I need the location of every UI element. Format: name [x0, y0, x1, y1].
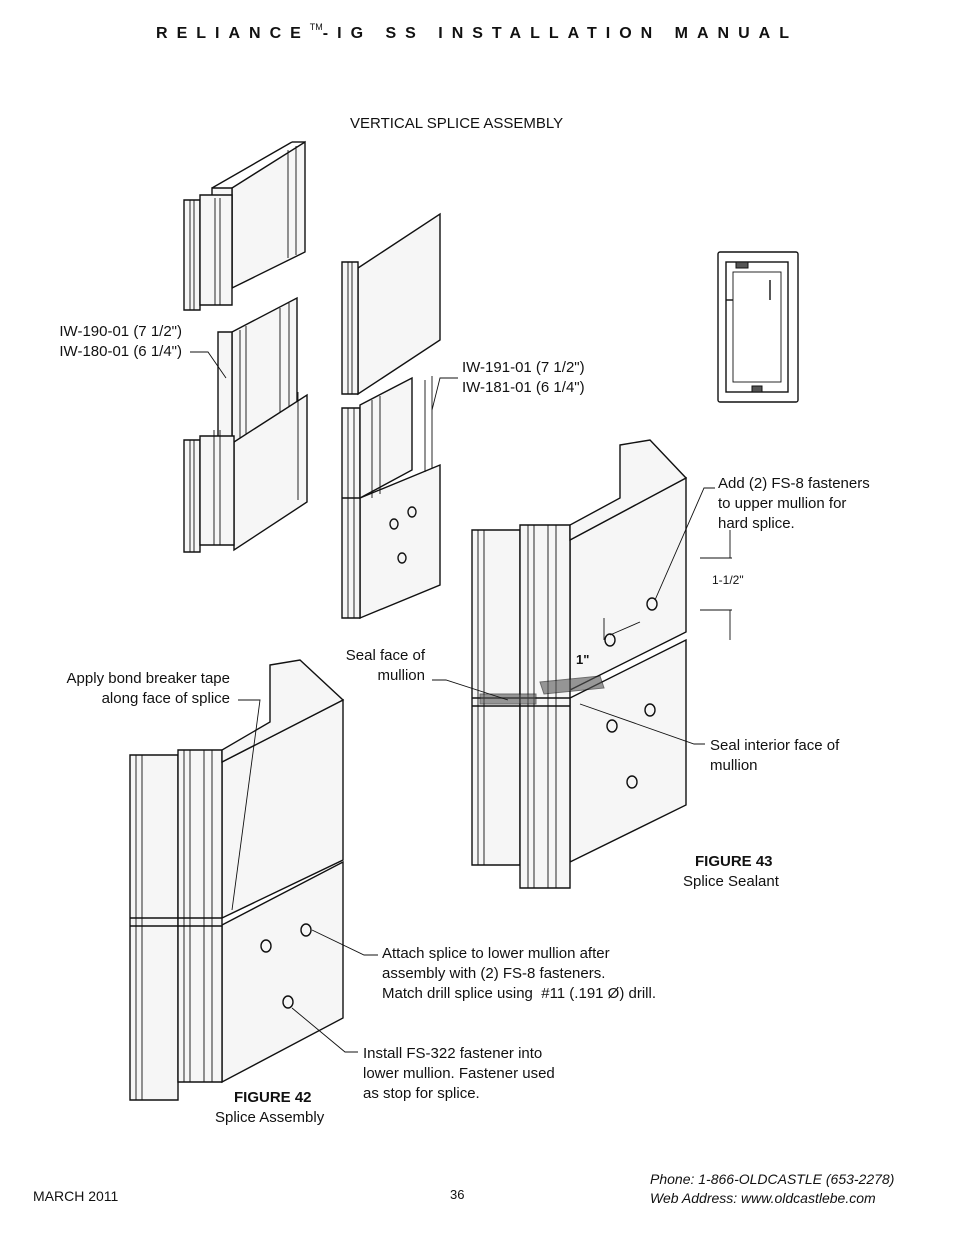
label-seal-interior-line2: mullion: [710, 757, 758, 774]
figure-43-drawing: [471, 439, 732, 889]
label-attach-line2: assembly with (2) FS-8 fasteners.: [382, 965, 606, 982]
label-bond-tape-line1: Apply bond breaker tape: [66, 670, 230, 687]
exploded-lower-mullion: [183, 392, 308, 553]
dimension-1-inch: 1": [576, 652, 590, 667]
page-header: RELIANCETM-IG SS INSTALLATION MANUAL: [0, 22, 954, 43]
header-title-left: RELIANCE: [156, 25, 310, 42]
label-iw-180-01: IW-180-01 (6 1/4"): [59, 343, 182, 360]
label-seal-interior-line1: Seal interior face of: [710, 737, 840, 754]
label-iw-190-01: IW-190-01 (7 1/2"): [59, 323, 182, 340]
figure-43-caption: Splice Sealant: [683, 873, 779, 890]
label-install-line1: Install FS-322 fastener into: [363, 1045, 543, 1062]
figure-43-title: FIGURE 43: [695, 853, 773, 870]
exploded-cover-panel: [341, 212, 441, 396]
label-attach-line3: Match drill splice using #11 (.191 Ø) dr…: [382, 985, 656, 1002]
dimension-1-1-2: 1-1/2": [712, 573, 744, 587]
footer-page-number: 36: [450, 1187, 465, 1202]
footer-phone: Phone: 1-866-OLDCASTLE (653-2278): [650, 1171, 895, 1187]
label-add-fasteners-line2: to upper mullion for: [718, 495, 847, 512]
label-iw-181-01: IW-181-01 (6 1/4"): [462, 379, 585, 396]
label-install-line2: lower mullion. Fastener used: [363, 1065, 555, 1082]
label-seal-face-line1: Seal face of: [345, 647, 425, 664]
label-attach-line1: Attach splice to lower mullion after: [382, 945, 610, 962]
label-add-fasteners-line1: Add (2) FS-8 fasteners: [718, 475, 870, 492]
figure-42-title: FIGURE 42: [234, 1089, 312, 1106]
label-install-line3: as stop for splice.: [363, 1085, 480, 1102]
footer-web: Web Address: www.oldcastlebe.com: [650, 1190, 876, 1206]
exploded-upper-mullion: [183, 140, 306, 311]
mullion-section-view: [717, 251, 799, 403]
exploded-assembled-mullion: [341, 376, 441, 620]
footer-date: MARCH 2011: [33, 1188, 119, 1204]
label-add-fasteners-line3: hard splice.: [718, 515, 795, 532]
label-seal-face-line2: mullion: [377, 667, 425, 684]
figure-42-drawing: [129, 659, 345, 1101]
header-title-right: -IG SS INSTALLATION MANUAL: [322, 25, 798, 42]
label-iw-191-01: IW-191-01 (7 1/2"): [462, 359, 585, 376]
trademark-mark: TM: [309, 22, 323, 32]
figure-42-caption: Splice Assembly: [215, 1109, 325, 1126]
label-bond-tape-line2: along face of splice: [101, 690, 230, 707]
section-title: VERTICAL SPLICE ASSEMBLY: [350, 115, 564, 132]
leader-lines: [190, 351, 715, 1053]
